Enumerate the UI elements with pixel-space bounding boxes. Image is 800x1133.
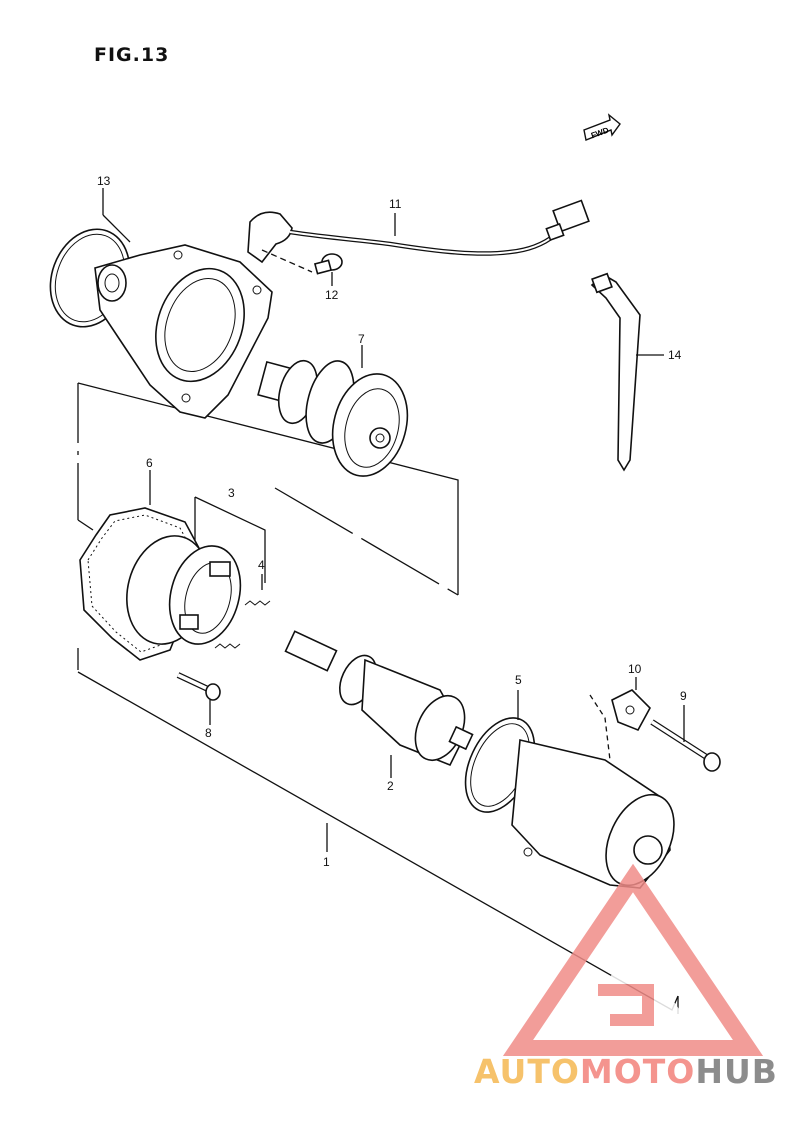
part-number-3: 3 [228,486,235,500]
part-number-12: 12 [325,288,339,302]
watermark-part-auto: AUTO [474,1052,580,1091]
part-number-9: 9 [680,689,687,703]
brush-holder-3 [168,496,266,645]
brush-springs-4 [214,600,271,649]
bolt-8 [176,672,221,701]
part-number-14: 14 [668,348,682,362]
part-number-2: 2 [387,779,394,793]
part-number-6: 6 [146,456,153,470]
watermark-text: AUTOMOTOHUB [474,1052,778,1091]
armature-2 [284,630,474,767]
starter-drive-7 [257,359,409,477]
figure-title: FIG.13 [94,44,170,66]
part-numbers: 13 11 12 7 14 6 3 4 10 5 9 8 2 1 [97,174,687,869]
part-number-1: 1 [323,855,330,869]
fwd-arrow-icon: FWD [583,113,621,141]
watermark-logo-icon [502,863,764,1056]
part-number-10: 10 [628,662,642,676]
part-number-4: 4 [258,558,265,572]
front-housing [94,244,273,419]
watermark-part-moto: MOTO [579,1052,696,1091]
part-number-8: 8 [205,726,212,740]
leader-lines [102,188,685,852]
watermark-part-hub: HUB [695,1052,778,1091]
part-number-7: 7 [358,332,365,346]
motor-yoke [511,739,675,889]
screw-12 [313,253,343,275]
bracket-10 [589,689,651,761]
part-number-5: 5 [515,673,522,687]
lead-wire-11 [247,199,590,273]
part-number-11: 11 [389,197,402,211]
part-number-13: 13 [97,174,111,188]
cable-tie-14 [590,272,641,472]
bolt-9 [650,719,721,772]
